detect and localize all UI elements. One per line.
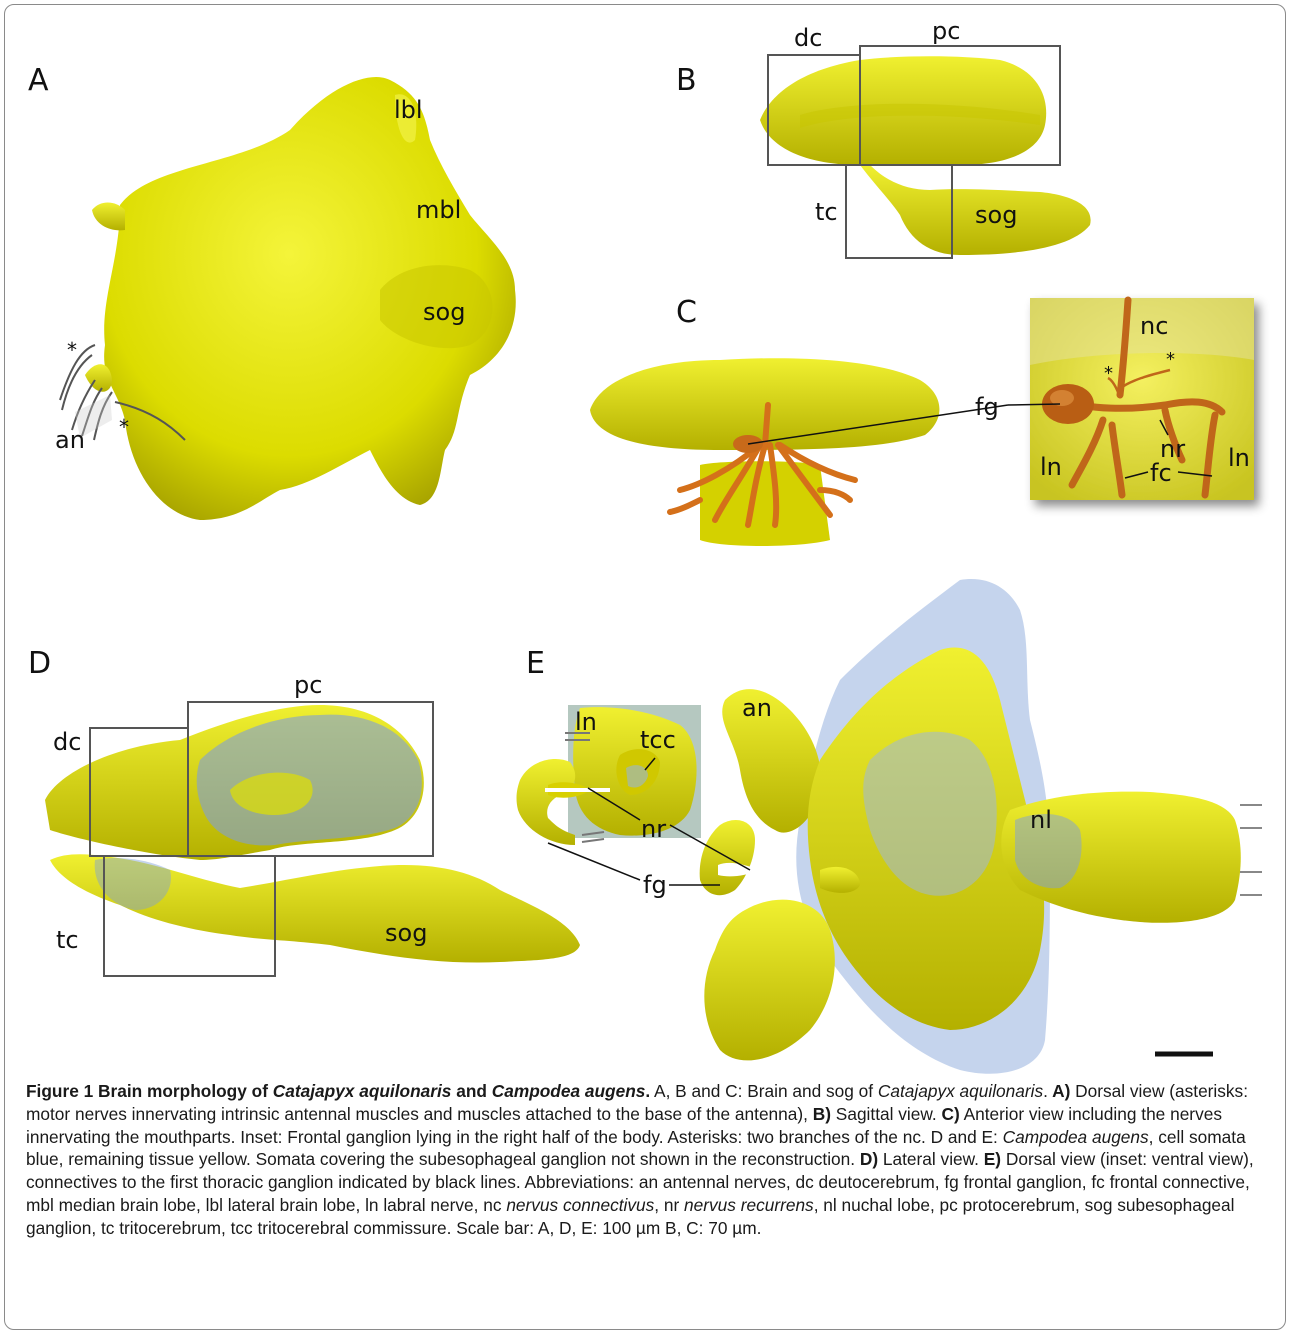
label-e-an: an [742,696,772,720]
caption-title-1: Brain morphology of [98,1081,273,1101]
label-c-nc: nc [1140,314,1168,338]
caption-t1: A, B and C: Brain and sog of [650,1081,878,1101]
label-c-asterisk-1: * [1104,365,1113,383]
label-b-dc: dc [794,26,822,50]
label-d-pc: pc [294,673,322,697]
label-e-fg: fg [643,873,667,897]
figure-artwork [0,0,1292,1080]
label-b-pc: pc [932,19,960,43]
label-c-fc: fc [1150,461,1172,485]
label-a-an: an [55,428,85,452]
label-a-mbl: mbl [416,198,461,222]
label-e-nl: nl [1030,808,1052,832]
panel-d-brain [45,702,580,976]
panel-e-brain [700,579,1262,1074]
label-a-asterisk-1: * [67,340,77,360]
label-e-tcc: tcc [640,728,676,752]
label-d-tc: tc [56,928,79,952]
panel-letter-d: D [28,649,51,679]
label-c-nr: nr [1160,437,1185,461]
label-a-lbl: lbl [394,98,423,122]
label-e-nr: nr [641,817,666,841]
caption-species-2: Campodea augens [492,1081,646,1101]
caption-a-key: A) [1048,1081,1070,1101]
caption-b-text: Sagittal view. [831,1104,937,1124]
caption-species-1: Catajapyx aquilonaris [273,1081,452,1101]
label-a-sog: sog [423,300,465,324]
caption-c-species: Campodea augens [1003,1127,1149,1147]
label-e-ln: ln [575,710,597,734]
figure-caption: Figure 1 Brain morphology of Catajapyx a… [26,1080,1270,1240]
caption-title-2: and [451,1081,491,1101]
caption-d-key: D) [855,1149,878,1169]
panel-letter-e: E [526,649,545,679]
label-d-dc: dc [53,730,81,754]
caption-figure-label: Figure 1 [26,1081,93,1101]
panel-letter-b: B [676,66,697,96]
caption-nc-italic: nervus connectivus [506,1195,654,1215]
label-b-sog: sog [975,203,1017,227]
label-c-asterisk-2: * [1166,351,1175,369]
label-d-sog: sog [385,921,427,945]
caption-e-text2: , nr [654,1195,684,1215]
caption-nr-italic: nervus recurrens [684,1195,814,1215]
caption-t1-species: Catajapyx aquilonaris [878,1081,1043,1101]
label-b-tc: tc [815,200,838,224]
caption-e-key: E) [979,1149,1001,1169]
caption-b-key: B) [808,1104,831,1124]
caption-d-text: Lateral view. [878,1149,979,1169]
label-a-asterisk-2: * [119,417,129,437]
label-c-ln-left: ln [1040,455,1062,479]
panel-letter-a: A [28,66,49,96]
panel-letter-c: C [676,298,697,328]
caption-c-key: C) [937,1104,960,1124]
panel-b-brain [760,46,1091,258]
label-c-fg: fg [975,395,999,419]
panel-c-brain [590,358,1008,546]
label-c-ln-right: ln [1228,446,1250,470]
